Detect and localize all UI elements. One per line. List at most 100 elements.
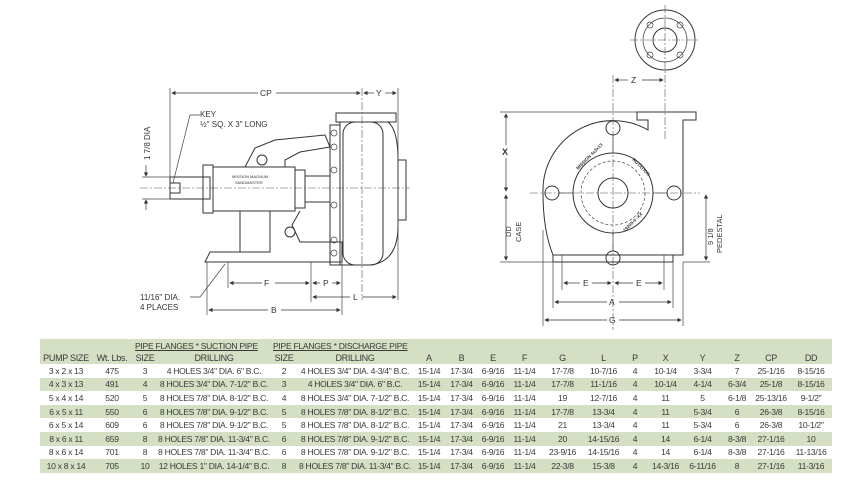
table-cell: 20 <box>558 433 567 444</box>
table-cell: 15-1/4 <box>417 460 441 471</box>
table-cell: 8 <box>281 460 287 471</box>
table-cell: 11-1/4 <box>513 406 536 417</box>
table-cell: 25-13/16 <box>755 392 787 403</box>
column-header: CP <box>765 352 777 363</box>
pump-dimension-drawing: MISSION MAGNUM SANDMASTER CP Y KE <box>140 5 724 330</box>
table-cell: 15-1/4 <box>417 365 441 376</box>
nameplate-line2: SANDMASTER <box>235 180 263 185</box>
table-cell: 4 <box>281 392 287 403</box>
table-cell: 705 <box>105 460 119 471</box>
side-view: MISSION MAGNUM SANDMASTER CP Y KE <box>140 88 410 315</box>
rotation-text: ROTATION <box>631 157 651 177</box>
table-cell: 17-3/4 <box>450 447 473 458</box>
table-cell: 15-1/4 <box>417 392 441 403</box>
table-cell: 11-1/4 <box>513 392 536 403</box>
table-cell: 550 <box>105 406 119 417</box>
table-cell: 19 <box>558 392 567 403</box>
table-cell: 6-9/16 <box>481 447 505 458</box>
table-cell: 17-3/4 <box>450 460 473 471</box>
table-cell: 8 HOLES 3/4" DIA. 7-1/2" B.C. <box>300 392 410 403</box>
table-cell: 17-3/4 <box>450 433 473 444</box>
column-header: P <box>632 352 638 363</box>
dim-p-label: P <box>323 278 329 288</box>
table-cell: 4 <box>632 379 638 390</box>
table-cell: 6-1/4 <box>693 433 712 444</box>
dim-e-right-label: E <box>636 278 642 288</box>
table-cell: 11-1/4 <box>513 433 536 444</box>
table-cell: 5 <box>142 392 148 403</box>
table-cell: 15-1/4 <box>417 379 441 390</box>
table-cell: 491 <box>105 379 119 390</box>
table-cell: 8-3/8 <box>727 447 747 458</box>
casting-text: MISSION 4x3x13 <box>575 142 604 171</box>
table-cell: 520 <box>105 392 119 403</box>
dim-y-label: Y <box>376 88 382 98</box>
table-cell: 9-1/2" <box>800 392 822 403</box>
table-cell: 11 <box>661 406 670 417</box>
table-cell: 475 <box>105 365 119 376</box>
holes-label-1: 11/16" DIA. <box>140 293 180 302</box>
table-cell: 4 <box>142 379 148 390</box>
column-header: DD <box>804 352 818 363</box>
table-cell: 15-1/4 <box>417 406 441 417</box>
table-cell: 8 HOLES 7/8" DIA. 11-3/4" B.C. <box>158 433 270 444</box>
table-cell: 17-3/4 <box>450 379 473 390</box>
table-cell: 6 <box>281 433 287 444</box>
column-header: B <box>458 352 465 363</box>
table-cell: 14-15/16 <box>587 447 620 458</box>
table-cell: 27-1/16 <box>757 460 785 471</box>
table-cell: 25-1/16 <box>757 365 785 376</box>
discharge-flange-top-view <box>630 5 700 75</box>
group-header-row: PIPE FLANGES * SUCTION PIPE PIPE FLANGES… <box>40 339 833 351</box>
table-cell: 17-3/4 <box>450 392 473 403</box>
table-cell: 8 <box>142 447 148 458</box>
case-label: CASE <box>514 222 523 242</box>
table-cell: 4 HOLES 3/4" DIA. 6" B.C. <box>307 379 403 390</box>
table-cell: 10 <box>806 433 816 444</box>
table-cell: 5 x 4 x 14 <box>48 392 84 403</box>
column-header: DRILLING <box>194 352 234 363</box>
table-cell: 15-1/4 <box>417 420 441 431</box>
table-cell: 6-9/16 <box>481 460 505 471</box>
table-cell: 8 HOLES 7/8" DIA. 9-1/2" B.C. <box>300 447 410 458</box>
table-cell: 8 <box>142 433 148 444</box>
table-cell: 10-7/16 <box>589 365 618 376</box>
table-cell: 5-3/4 <box>693 406 712 417</box>
table-cell: 8 HOLES 7/8" DIA. 11-3/4" B.C. <box>158 447 270 458</box>
column-header: SIZE <box>135 352 155 363</box>
dim-a-label: A <box>609 297 615 307</box>
table-cell: 6 <box>142 406 148 417</box>
column-header: E <box>490 352 496 363</box>
table-cell: 4 <box>632 433 638 444</box>
column-header: G <box>559 352 566 363</box>
table-cell: 4 <box>632 420 638 431</box>
table-cell: 11 <box>661 392 670 403</box>
table-cell: 10-1/4 <box>654 379 677 390</box>
column-header: F <box>521 352 528 363</box>
suction-pipe-group-header: PIPE FLANGES * SUCTION PIPE <box>135 341 258 351</box>
column-header: DRILLING <box>335 352 375 363</box>
table-cell: 25-1/8 <box>759 379 783 390</box>
dim-cp-label: CP <box>260 88 272 98</box>
table-cell: 10-1/4 <box>654 365 677 376</box>
table-cell: 17-7/8 <box>551 365 574 376</box>
table-cell: 3 x 2 x 13 <box>48 365 84 376</box>
table-cell: 17-3/4 <box>450 406 473 417</box>
table-cell: 8 HOLES 7/8" DIA. 9-1/2" B.C. <box>300 433 410 444</box>
table-cell: 8 HOLES 7/8" DIA. 8-1/2" B.C. <box>300 406 410 417</box>
table-cell: 11-1/4 <box>513 365 536 376</box>
table-cell: 17-3/4 <box>450 420 473 431</box>
table-cell: 4 <box>632 447 638 458</box>
table-cell: 8-15/16 <box>797 406 825 417</box>
table-cell: 8 HOLES 7/8" DIA. 9-1/2" B.C. <box>159 406 269 417</box>
dim-g-label: G <box>609 315 616 325</box>
table-cell: 7 <box>734 365 740 376</box>
bolts <box>330 129 338 257</box>
column-header: Wt. Lbs. <box>96 352 128 363</box>
table-cell: 4 <box>632 365 638 376</box>
dim-dd-label: DD <box>504 226 513 237</box>
table-cell: 27-1/16 <box>757 447 785 458</box>
